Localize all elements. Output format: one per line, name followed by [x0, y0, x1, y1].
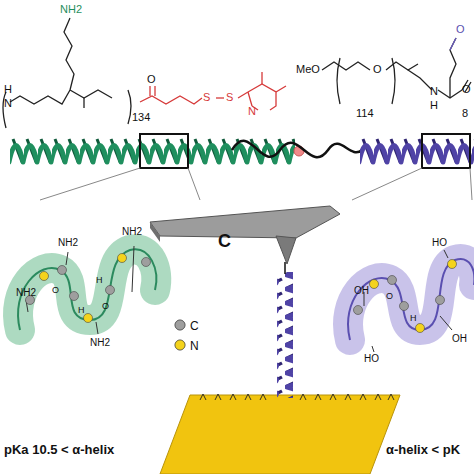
chem-group: NH2	[122, 227, 142, 237]
legend-text: N	[190, 339, 199, 353]
chem-atom: O	[462, 84, 471, 95]
chem-group: NH2	[16, 288, 36, 298]
chem-atom: O	[373, 64, 382, 75]
chem-group: MeO	[296, 64, 320, 75]
chem-group: OH	[354, 286, 369, 296]
legend-swatch	[180, 345, 181, 346]
chem-group: OH	[452, 334, 467, 344]
chem-atom: O	[456, 24, 465, 35]
chem-atom: H	[96, 276, 103, 285]
chem-atom: O	[102, 302, 109, 311]
chem-atom: S	[203, 92, 210, 103]
repeat-number: 8	[462, 108, 468, 119]
chem-group: NH2	[90, 338, 110, 348]
chem-atom: N	[4, 98, 12, 109]
legend-swatch	[180, 325, 181, 326]
chem-group: NH2	[58, 238, 78, 248]
legend-row: N	[190, 339, 199, 353]
chem-atom: H	[4, 84, 12, 95]
chem-atom: H	[78, 306, 85, 315]
chem-atom: O	[52, 286, 59, 295]
repeat-number: 114	[356, 108, 374, 119]
chem-atom: O	[147, 74, 156, 85]
chem-atom: H	[410, 314, 417, 323]
repeat-number: 134	[132, 112, 150, 123]
legend-row: C	[190, 319, 199, 333]
chem-atom: N	[430, 86, 438, 97]
condition-text: pKa 10.5 < α-helix	[4, 443, 114, 456]
chem-atom: S	[226, 92, 233, 103]
chem-atom: N	[248, 106, 256, 117]
panel-letter: C	[218, 232, 231, 250]
chem-group: HO	[364, 354, 379, 364]
chem-atom: NH2	[60, 4, 82, 15]
chem-atom: O	[386, 292, 393, 301]
legend-text: C	[190, 319, 199, 333]
condition-text: α-helix < pK	[386, 443, 460, 456]
chem-atom: H	[430, 100, 438, 111]
chem-group: HO	[432, 238, 447, 248]
